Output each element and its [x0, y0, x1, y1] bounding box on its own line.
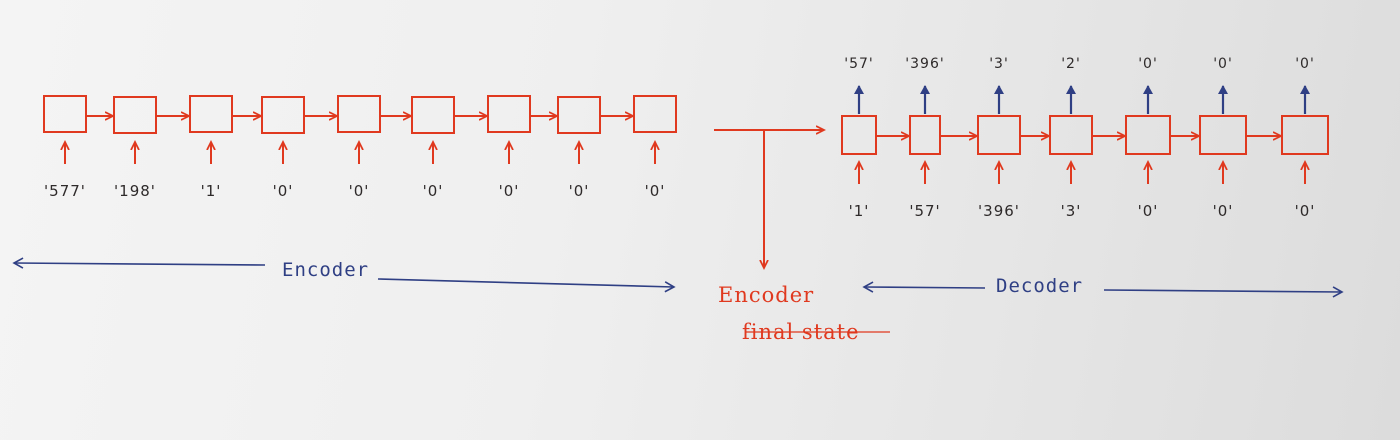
decoder-output-label: '3': [989, 56, 1009, 72]
decoder-input-label: '396': [978, 202, 1020, 220]
encoder-input-label: '0': [273, 182, 294, 200]
encoder-cell: [113, 96, 157, 134]
encoder-span: Encoder: [12, 257, 676, 293]
encoder-cell: [557, 96, 601, 134]
encoder-cell: [411, 96, 455, 134]
encoder-cell: [633, 95, 677, 133]
encoder-cell: [189, 95, 233, 133]
encoder-input-label: '0': [423, 182, 444, 200]
decoder-span-line-left: [862, 281, 986, 293]
decoder-cell: [909, 115, 941, 155]
encoder-cell: [487, 95, 531, 133]
encoder-cell: [337, 95, 381, 133]
encoder-input-label: '0': [499, 182, 520, 200]
encoder-input-label: '1': [201, 182, 222, 200]
encoder-input-label: '198': [114, 182, 156, 200]
decoder-output-label: '0': [1213, 56, 1233, 72]
encoder-input-label: '0': [569, 182, 590, 200]
encoder-input-label: '577': [44, 182, 86, 200]
decoder-output-label: '0': [1295, 56, 1315, 72]
encoder-final-state-title: Encoder: [718, 283, 814, 307]
decoder-cell: [1281, 115, 1329, 155]
encoder-to-decoder-connection: [714, 130, 824, 268]
encoder-label: Encoder: [282, 259, 369, 281]
encoder-span-line-right: [377, 278, 676, 293]
encoder-cell: [261, 96, 305, 134]
decoder-input-label: '0': [1295, 202, 1316, 220]
encoder-cells: '577' '198' '1' '0' '0' '0' '0' '0' '0': [43, 95, 677, 200]
decoder-output-label: '0': [1138, 56, 1158, 72]
encoder-span-line-left: [12, 257, 266, 269]
decoder-cells: '1' '57' '57' '396' '396' '3' '3' '2' '0' '0' '0' '…: [841, 56, 1329, 220]
decoder-input-label: '0': [1138, 202, 1159, 220]
decoder-output-label: '396': [905, 56, 944, 72]
decoder-input-label: '1': [849, 202, 870, 220]
decoder-output-label: '57': [844, 56, 874, 72]
decoder-cell: [977, 115, 1021, 155]
decoder-label: Decoder: [996, 275, 1083, 297]
decoder-cell: [1199, 115, 1247, 155]
encoder-input-label: '0': [349, 182, 370, 200]
encoder-input-label: '0': [645, 182, 666, 200]
decoder-span: Decoder: [862, 275, 1344, 298]
decoder-input-label: '57': [909, 202, 940, 220]
decoder-cell: [841, 115, 877, 155]
decoder-input-label: '3': [1061, 202, 1082, 220]
decoder-output-label: '2': [1061, 56, 1081, 72]
decoder-cell: [1125, 115, 1171, 155]
decoder-input-label: '0': [1213, 202, 1234, 220]
encoder-cell: [43, 95, 87, 133]
decoder-cell: [1049, 115, 1093, 155]
decoder-span-line-right: [1103, 286, 1344, 298]
